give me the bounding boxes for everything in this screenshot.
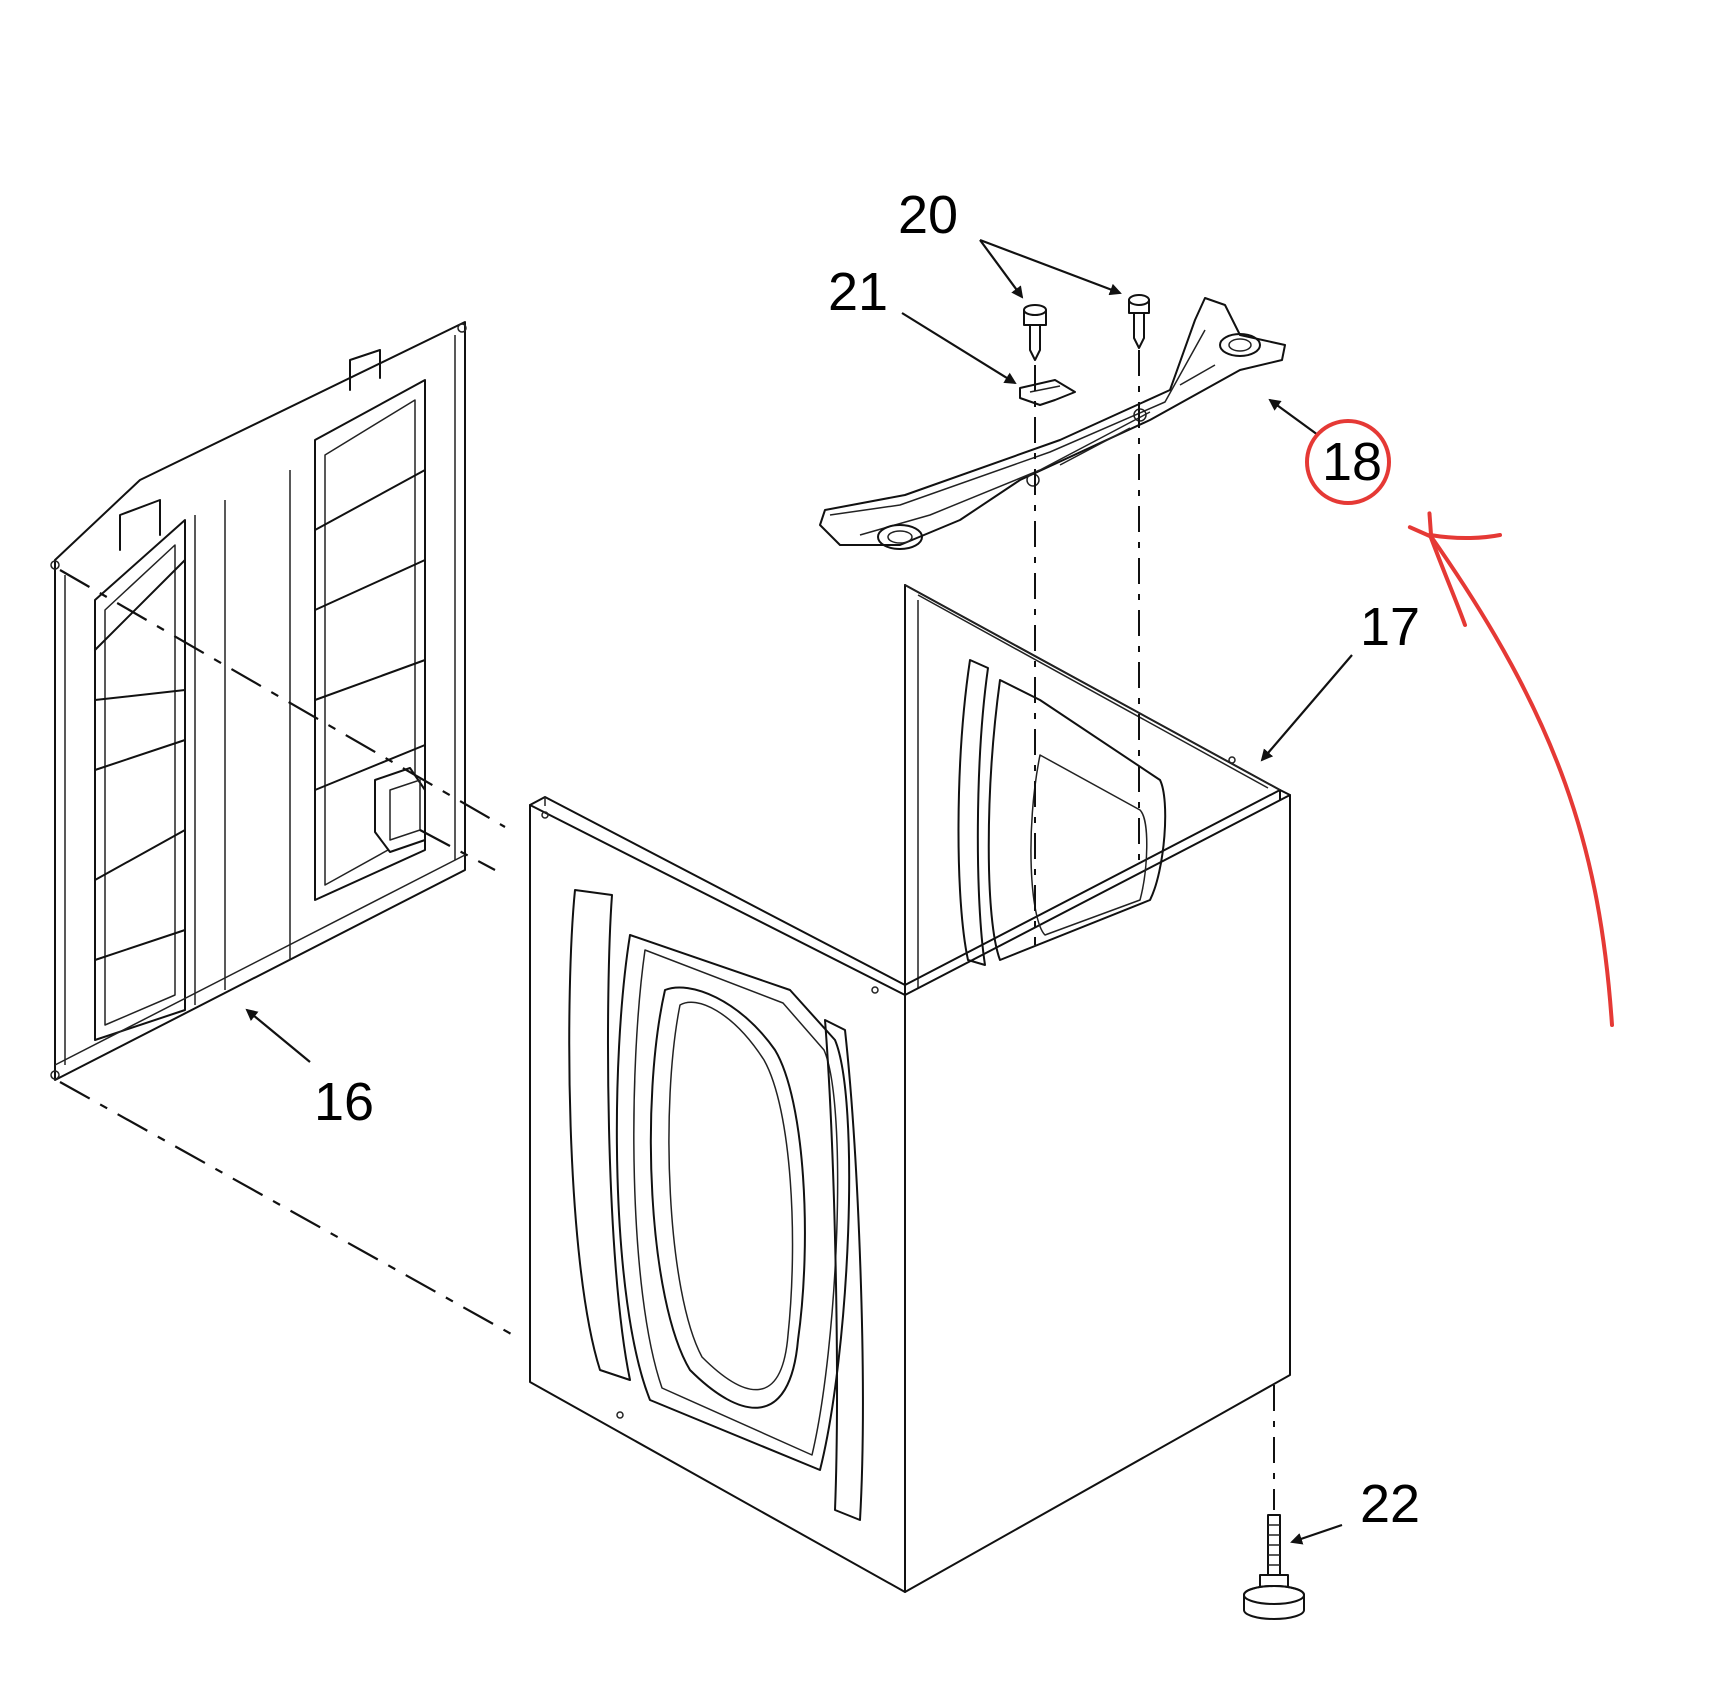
rear-panel-part-16 (50, 321, 467, 1081)
screw-part-20-left (1023, 304, 1047, 361)
label-part-21[interactable]: 21 (828, 262, 888, 322)
clip-part-21 (1019, 379, 1076, 406)
highlight-arrow (1430, 535, 1614, 1027)
part-labels: 20 21 18 17 16 22 (314, 185, 1420, 1534)
highlight-circle-18 (1305, 419, 1391, 505)
label-part-20[interactable]: 20 (898, 185, 958, 245)
leader-20-right (979, 238, 1122, 296)
leader-20-left (979, 239, 1024, 299)
screw-part-20-right (1128, 294, 1150, 349)
leader-21 (901, 312, 1017, 385)
leveling-leg-part-22 (1243, 1514, 1305, 1620)
leader-22 (1290, 1523, 1343, 1545)
highlight-annotation (1305, 419, 1614, 1027)
label-part-18[interactable]: 18 (1322, 432, 1382, 492)
cabinet-part-17 (529, 584, 1291, 1593)
label-part-22[interactable]: 22 (1360, 1474, 1420, 1534)
leader-17 (1260, 654, 1353, 762)
leader-16 (245, 1008, 311, 1063)
leader-18 (1268, 398, 1319, 436)
leader-arrows (245, 238, 1353, 1545)
label-part-17[interactable]: 17 (1360, 597, 1420, 657)
assembly-dash-lines (59, 350, 1275, 1510)
top-brace-part-18 (819, 297, 1286, 550)
label-part-16[interactable]: 16 (314, 1072, 374, 1132)
